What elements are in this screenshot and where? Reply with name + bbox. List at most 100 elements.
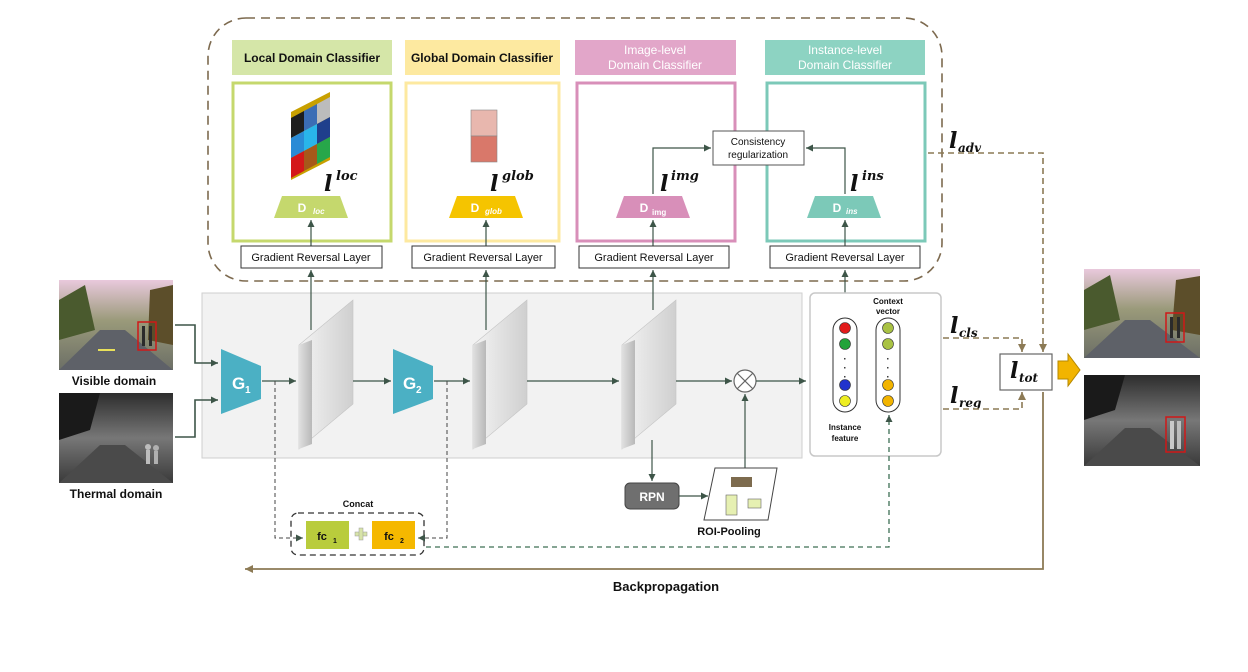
reg-loss-line [943, 392, 1026, 410]
global-classifier-header [405, 40, 560, 75]
instance-feature-label-2: feature [832, 434, 859, 443]
svg-text:l: l [950, 313, 958, 339]
global-grl-box [411, 245, 556, 269]
svg-text:img: img [671, 169, 699, 184]
image-classifier-title-1: Image-level [624, 43, 686, 57]
svg-text:G: G [232, 374, 245, 393]
total-loss-label: l tot [1010, 358, 1039, 385]
feature-map-2 [472, 299, 528, 450]
global-discriminator-label: D [471, 201, 480, 215]
svg-text:ins: ins [862, 169, 884, 184]
svg-text:l: l [850, 171, 858, 197]
generator-g2 [393, 349, 433, 414]
svg-text:1: 1 [245, 385, 251, 396]
fc2-box [372, 521, 415, 549]
visible-input-image [59, 280, 173, 370]
global-loss: l glob [490, 169, 534, 197]
svg-text:l: l [324, 171, 332, 197]
concat-label: Concat [343, 499, 374, 509]
instance-classifier-title-2: Domain Classifier [798, 58, 892, 72]
svg-text:2: 2 [416, 385, 422, 396]
multiply-node-icon [733, 369, 757, 393]
total-loss-box [999, 353, 1053, 391]
svg-text:2: 2 [400, 538, 404, 545]
svg-text:·: · [886, 354, 889, 365]
local-discriminator-label: D [298, 201, 307, 215]
concat-box [290, 512, 425, 556]
instance-loss: l ins [850, 169, 884, 197]
consistency-label-2: regularization [728, 150, 788, 161]
svg-text:·: · [843, 372, 846, 383]
feature-map-1 [298, 299, 354, 450]
instance-discriminator [807, 196, 881, 218]
thermal-to-g1-arrow [175, 396, 218, 438]
local-classifier-title: Local Domain Classifier [244, 51, 380, 65]
svg-text:glob: glob [484, 207, 502, 216]
svg-text:·: · [886, 372, 889, 383]
backprop-label: Backpropagation [613, 579, 719, 594]
context-vector-label-2: vector [876, 307, 900, 316]
instance-classifier-title-1: Instance-level [808, 43, 882, 57]
instance-feature-vector [832, 317, 858, 413]
context-vector [875, 317, 901, 413]
global-discriminator [449, 196, 523, 218]
generator-g1 [221, 349, 261, 414]
svg-text:fc: fc [317, 531, 327, 543]
thermal-input-image [59, 393, 173, 483]
context-vector-label-1: Context [873, 297, 903, 306]
svg-text:l: l [660, 171, 668, 197]
local-discriminator [274, 196, 348, 218]
instance-classifier-header [765, 40, 925, 75]
instance-to-consistency-arrow [806, 144, 846, 194]
svg-text:fc: fc [384, 531, 394, 543]
svg-text:l: l [1010, 358, 1018, 384]
roi-pooling-panel [703, 467, 778, 521]
svg-text:tot: tot [1019, 371, 1039, 385]
svg-text:reg: reg [959, 396, 981, 410]
image-grl-box [578, 245, 730, 269]
image-grl-label: Gradient Reversal Layer [594, 252, 714, 264]
visible-to-g1-arrow [175, 324, 218, 367]
cls-loss-line [943, 337, 1026, 352]
svg-text:img: img [652, 208, 666, 217]
visible-domain-label: Visible domain [72, 374, 156, 388]
mosaic-feature-icon [291, 92, 330, 180]
svg-text:loc: loc [336, 169, 358, 184]
image-classifier-header [575, 40, 736, 75]
local-classifier-header [232, 40, 392, 75]
svg-text:l: l [490, 171, 498, 197]
cls-loss-label: l cls [950, 313, 978, 340]
svg-text:·: · [843, 363, 846, 374]
image-to-consistency-arrow [652, 144, 711, 194]
svg-text:l: l [949, 128, 957, 154]
instance-discriminator-label: D [833, 201, 842, 215]
rpn-label: RPN [639, 490, 664, 504]
svg-text:l: l [950, 383, 958, 409]
consistency-box [712, 130, 805, 166]
svg-text:loc: loc [313, 207, 325, 216]
global-classifier-title: Global Domain Classifier [411, 51, 553, 65]
image-classifier-title-2: Domain Classifier [608, 58, 702, 72]
image-discriminator-label: D [640, 201, 649, 215]
g1-to-fc1-link [274, 381, 303, 542]
local-loss: l loc [324, 169, 358, 197]
adv-loss-line [928, 152, 1047, 352]
svg-text:ins: ins [846, 207, 858, 216]
feature-map-3 [621, 299, 677, 450]
thermal-domain-label: Thermal domain [70, 487, 163, 501]
fc1-box [306, 521, 349, 549]
concat-to-context-link [426, 415, 893, 548]
svg-text:cls: cls [959, 326, 978, 340]
adv-loss-label: l adv [949, 128, 982, 155]
global-grl-label: Gradient Reversal Layer [423, 252, 543, 264]
svg-text:adv: adv [958, 141, 982, 155]
svg-text:G: G [403, 374, 416, 393]
reg-loss-label: l reg [950, 383, 981, 410]
svg-text:·: · [843, 354, 846, 365]
instance-grl-box [769, 245, 921, 269]
g2-to-fc2-link [418, 381, 448, 542]
instance-feature-label-1: Instance [829, 423, 862, 432]
local-grl-label: Gradient Reversal Layer [251, 252, 371, 264]
roi-pooling-label: ROI-Pooling [697, 526, 761, 538]
